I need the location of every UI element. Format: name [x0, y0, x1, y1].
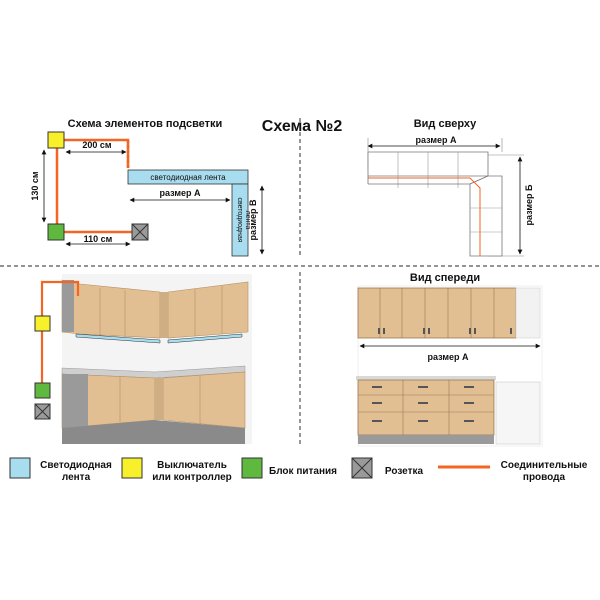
legend-label-led: Светодиодная лента	[36, 460, 116, 484]
legend-label-socket: Розетка	[376, 466, 432, 478]
kitchen-3d-render	[34, 274, 252, 444]
socket-box	[131, 223, 149, 241]
front-view-title: Вид спереди	[410, 272, 480, 284]
top-view-title: Вид сверху	[414, 118, 477, 130]
legend-led-line2: лента	[61, 472, 91, 483]
legend-wire-line1: Соединительные	[500, 460, 588, 471]
legend-label-wire: Соединительные провода	[494, 460, 594, 484]
elements-schematic: 200 см 130 см 110 см светодиодная лента …	[30, 131, 265, 257]
dim-label-200: 200 см	[82, 140, 112, 150]
switch-box	[47, 131, 65, 149]
led-strip-horizontal	[127, 169, 249, 185]
main-title: Схема №2	[262, 118, 343, 135]
legend-switch-line2: или контроллер	[152, 472, 232, 483]
render-led-strip-left	[75, 333, 161, 344]
render-led-strip-right	[167, 333, 243, 344]
legend-swatch-led	[9, 457, 31, 479]
legend-label-switch: Выключатель или контроллер	[146, 460, 238, 484]
elements-title: Схема элементов подсветки	[68, 118, 223, 130]
legend-socket-line1: Розетка	[384, 466, 424, 477]
dim-label-110: 110 см	[84, 234, 113, 244]
legend	[9, 457, 490, 479]
legend-label-psu: Блок питания	[266, 466, 340, 478]
led-strip-horizontal-label: светодиодная лента	[150, 173, 226, 182]
dim-label-size-b: размер Б	[524, 184, 534, 226]
front-upper-cabinets	[357, 287, 517, 339]
legend-switch-line1: Выключатель	[157, 460, 227, 471]
dim-label-size-v: размер В	[248, 199, 258, 241]
legend-psu-line1: Блок питания	[269, 466, 337, 477]
render-switch-box	[34, 315, 51, 332]
legend-led-line1: Светодиодная	[40, 460, 112, 471]
top-view-cabinets-column	[469, 175, 503, 257]
top-view-led-line	[368, 177, 481, 256]
led-strip-vertical-label-1: светодиодная	[236, 197, 243, 242]
render-psu-box	[34, 382, 51, 399]
dim-label-size-a-front: размер А	[427, 352, 469, 362]
legend-swatch-switch	[121, 457, 143, 479]
legend-swatch-psu	[241, 457, 263, 479]
dim-label-size-a-top: размер А	[415, 135, 457, 145]
render-socket-box	[34, 403, 51, 420]
top-view-diagram: размер А размер Б	[367, 135, 534, 257]
upper-cabinets-right	[167, 281, 249, 339]
psu-box	[47, 223, 65, 241]
legend-swatch-socket	[351, 457, 373, 479]
dim-label-size-a-left: размер А	[159, 188, 201, 198]
front-lower-cabinets	[357, 379, 495, 436]
dim-label-130: 130 см	[30, 171, 40, 201]
render-wire	[40, 280, 80, 318]
legend-wire-line2: провода	[522, 472, 566, 483]
led-strip-vertical	[231, 183, 249, 257]
led-strip-vertical-label-2: лента	[244, 211, 251, 230]
front-view-diagram: размер А	[356, 285, 543, 447]
lower-cabinets-right	[162, 371, 246, 429]
